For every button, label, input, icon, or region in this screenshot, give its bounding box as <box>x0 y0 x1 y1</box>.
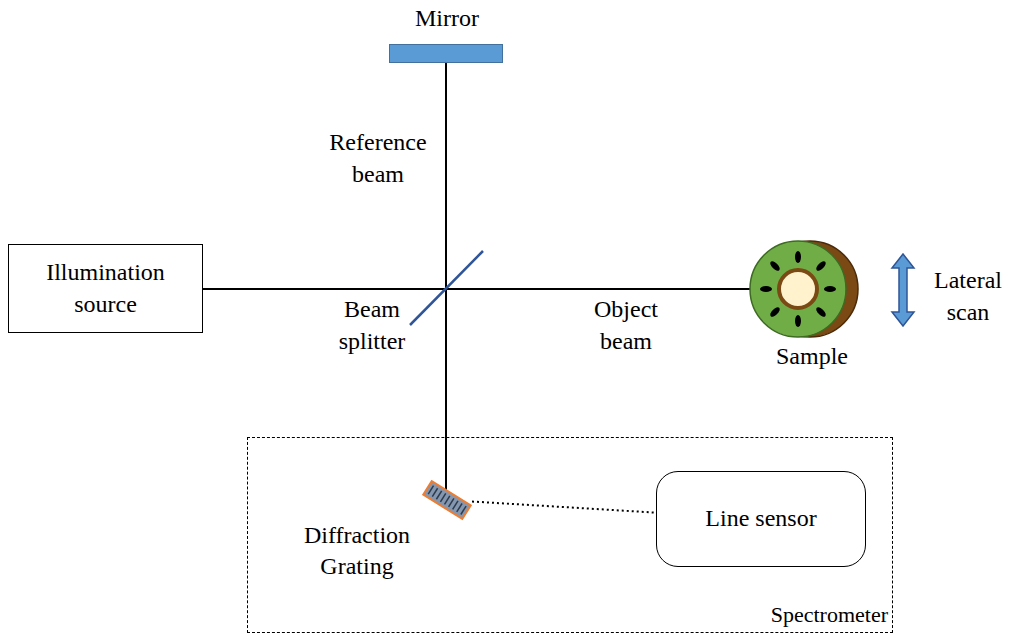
grating-symbol <box>422 478 472 522</box>
setup-component: SpectrometerDiffraction GratingLine sens… <box>247 437 893 633</box>
component-label: Spectrometer <box>771 601 888 630</box>
component-label: Illumination source <box>15 257 196 319</box>
beam-splitter <box>410 251 483 325</box>
lateral-scan-arrow <box>892 254 914 326</box>
setup-component: Diffraction Grating <box>422 478 472 522</box>
setup-component: Illumination source <box>8 244 203 333</box>
kiwi-sample <box>750 241 858 337</box>
component-label: Beam splitter <box>312 293 432 358</box>
setup-component: Line sensor <box>656 471 866 567</box>
component-label: Diffraction Grating <box>282 520 432 582</box>
setup-component: Mirror <box>389 44 503 63</box>
beam-label: Object beam <box>566 293 686 358</box>
component-label: Line sensor <box>705 503 816 534</box>
component-label: Sample <box>752 340 872 372</box>
beam-path <box>445 63 447 497</box>
component-label: Mirror <box>370 3 524 34</box>
diffracted-beam <box>472 502 656 513</box>
beam-path <box>193 288 752 290</box>
scan-label: Lateral scan <box>930 264 1006 329</box>
beam-label: Reference beam <box>318 126 438 191</box>
